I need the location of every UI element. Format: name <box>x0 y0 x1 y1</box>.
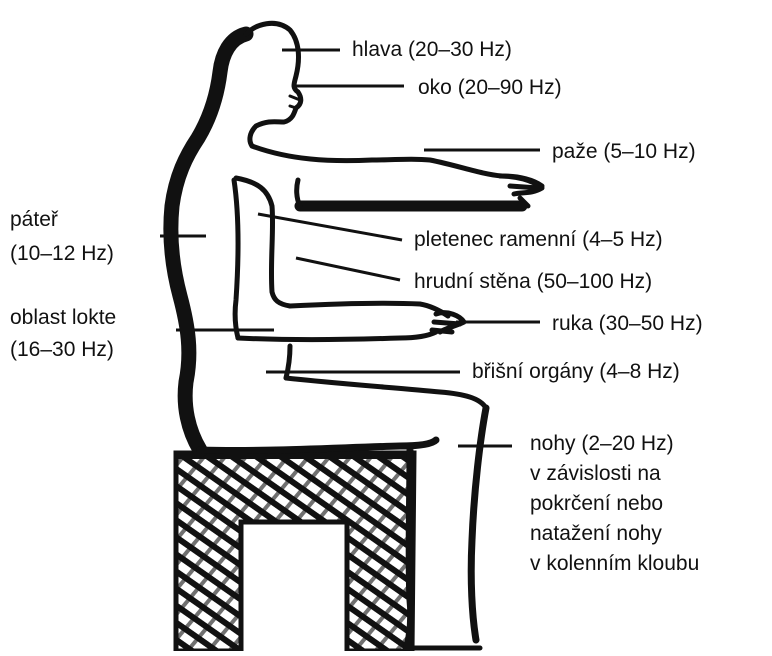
label-elbow-1: oblast lokte <box>10 306 116 329</box>
leader-shoulder <box>258 214 402 240</box>
label-abdomen: břišní orgány (4–8 Hz) <box>472 360 680 383</box>
stool-hatch-overlay <box>176 453 414 651</box>
label-legs-5: v kolenním kloubu <box>530 552 699 575</box>
label-shoulder: pletenec ramenní (4–5 Hz) <box>414 228 663 251</box>
label-hand: ruka (30–50 Hz) <box>552 312 703 335</box>
upper-arm-side <box>234 180 238 338</box>
raised-hand <box>500 176 542 194</box>
back-outline <box>171 34 246 450</box>
label-spine-1: páteř <box>10 208 59 231</box>
label-head: hlava (20–30 Hz) <box>352 38 512 61</box>
label-legs-4: natažení nohy <box>530 522 662 545</box>
label-chest: hrudní stěna (50–100 Hz) <box>414 270 652 293</box>
label-arm: paže (5–10 Hz) <box>552 140 696 163</box>
leader-chest <box>296 258 400 280</box>
label-elbow-2: (16–30 Hz) <box>10 338 114 361</box>
thigh-top <box>286 378 486 408</box>
label-legs-3: pokrčení nebo <box>530 492 663 515</box>
shin-front <box>471 408 486 640</box>
forearm-underside <box>238 332 436 340</box>
stool <box>176 453 414 651</box>
label-spine-2: (10–12 Hz) <box>10 242 114 265</box>
chest-front <box>236 178 290 306</box>
label-eye: oko (20–90 Hz) <box>418 76 562 99</box>
label-legs-1: nohy (2–20 Hz) <box>530 432 674 455</box>
forearm <box>290 303 448 316</box>
label-legs-2: v závislosti na <box>530 462 661 485</box>
